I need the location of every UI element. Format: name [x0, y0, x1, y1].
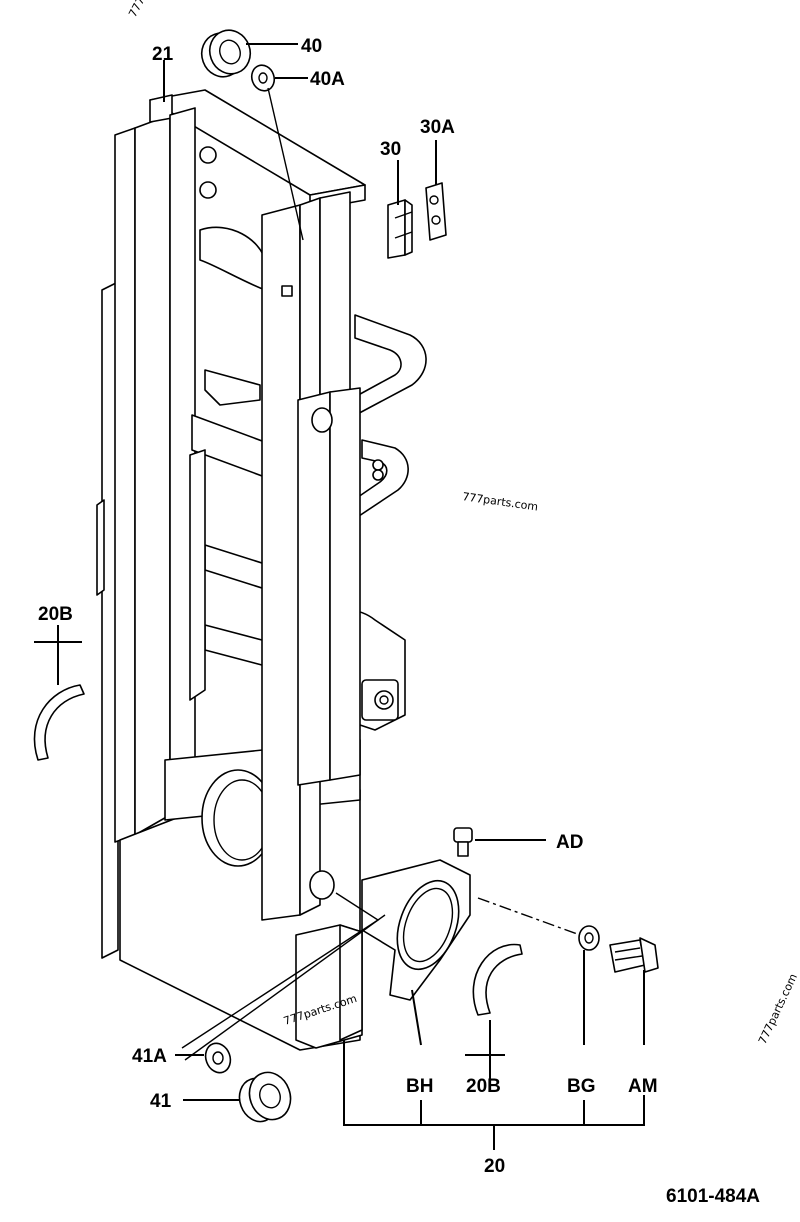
bearing-41-icon	[238, 1071, 292, 1123]
washer-bg-icon	[578, 925, 600, 951]
callout-ad: AD	[556, 832, 583, 853]
watermark: 777parts.com	[462, 490, 539, 513]
callout-41: 41	[150, 1091, 172, 1112]
callout-20b-top: 20B	[38, 604, 73, 625]
callout-30a: 30A	[420, 117, 455, 138]
bracket-bh-icon	[361, 859, 471, 1001]
callout-40: 40	[301, 36, 322, 57]
callout-30: 30	[380, 139, 401, 160]
callout-bh: BH	[406, 1076, 433, 1097]
plate-30a-icon	[425, 182, 447, 241]
half-ring-20b-icon	[33, 684, 85, 761]
washer-40a-icon	[250, 64, 276, 92]
leader-lines	[34, 43, 645, 1150]
outer-mast-frame	[96, 89, 427, 1051]
grease-fitting-ad-icon	[453, 827, 473, 857]
washer-41a-icon	[204, 1042, 232, 1074]
watermark: 777parts.com	[756, 972, 800, 1047]
callout-40a: 40A	[310, 69, 345, 90]
callout-20b-bottom: 20B	[466, 1076, 501, 1097]
clip-30-icon	[387, 199, 413, 259]
callout-21: 21	[152, 44, 174, 65]
callout-20: 20	[484, 1156, 505, 1177]
callout-41a: 41A	[132, 1046, 167, 1067]
watermark: 777parts.com	[126, 0, 173, 19]
bolt-am-icon	[609, 937, 659, 973]
callout-am: AM	[628, 1076, 658, 1097]
half-ring-20b-lower-icon	[472, 943, 523, 1016]
drawing-number: 6101-484A	[666, 1186, 760, 1207]
callout-bg: BG	[567, 1076, 596, 1097]
bearing-40-icon	[200, 29, 252, 78]
